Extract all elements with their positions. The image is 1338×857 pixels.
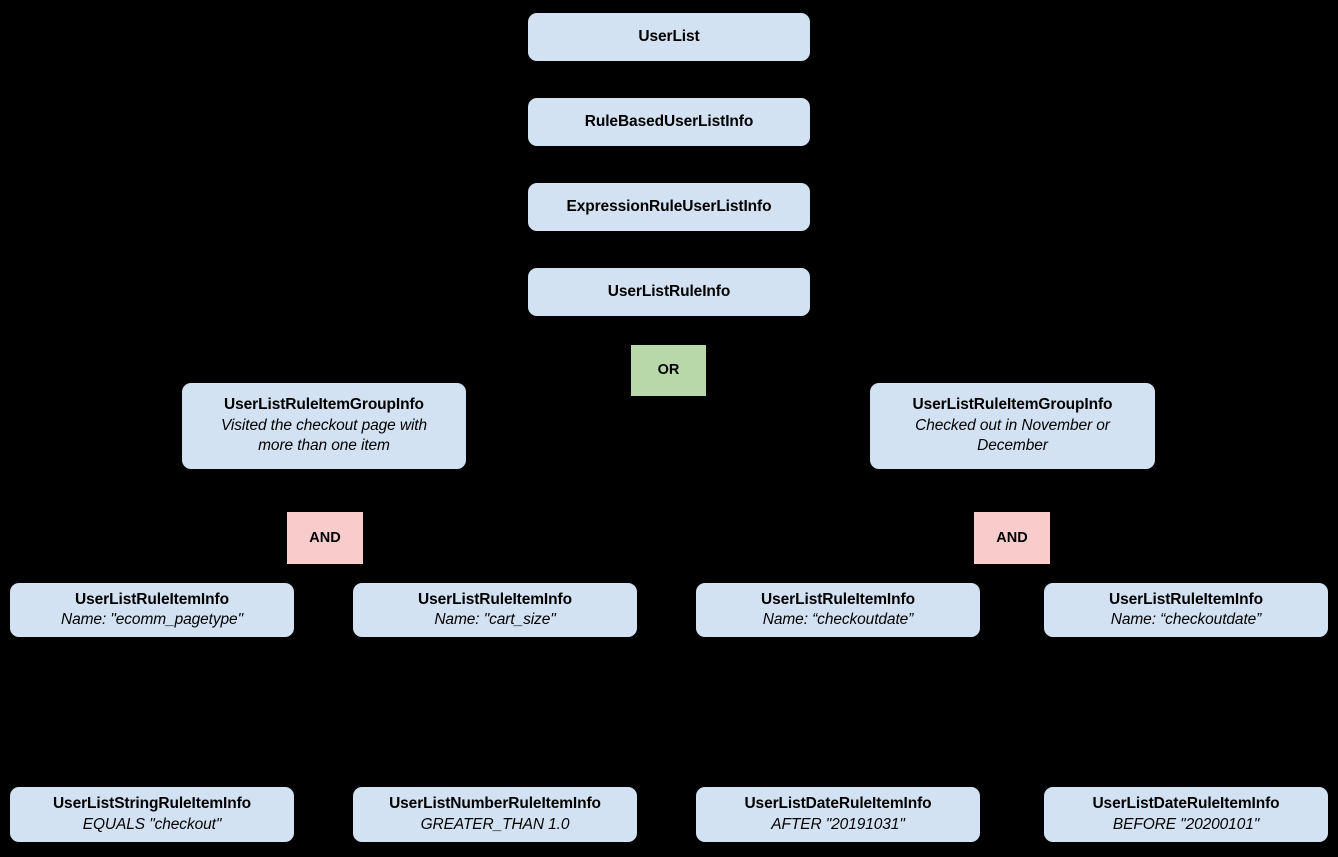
node-leaf-4[interactable]: UserListDateRuleItemInfo BEFORE "2020010… [1044,787,1328,842]
node-user-list-title: UserList [638,27,700,45]
node-leaf-4-title: UserListDateRuleItemInfo [1092,795,1280,813]
node-rule-based-user-list-info[interactable]: RuleBasedUserListInfo [528,98,810,146]
edge-or-to-group-left [328,369,641,389]
node-expression-rule-user-list-info[interactable]: ExpressionRuleUserListInfo [528,183,810,231]
node-leaf-1[interactable]: UserListStringRuleItemInfo EQUALS "check… [10,787,294,842]
node-group-right-subtitle-line2: December [977,437,1048,455]
node-and-operator-left[interactable]: AND [287,512,363,564]
or-operator-label: OR [657,362,680,379]
node-leaf-1-title: UserListStringRuleItemInfo [52,795,252,813]
node-leaf-4-subtitle: BEFORE "20200101" [1112,815,1260,833]
node-group-right[interactable]: UserListRuleItemGroupInfo Checked out in… [870,383,1155,469]
node-rule-item-2-subtitle: Name: "cart_size" [434,611,556,628]
and-operator-right-label: AND [996,529,1028,546]
and-operator-left-label: AND [309,529,341,546]
node-or-operator[interactable]: OR [631,345,706,396]
node-rule-item-1[interactable]: UserListRuleItemInfo Name: "ecomm_pagety… [10,583,294,637]
node-rule-item-4-title: UserListRuleItemInfo [1109,590,1263,608]
node-leaf-1-subtitle: EQUALS "checkout" [82,815,222,833]
node-group-right-title: UserListRuleItemGroupInfo [912,396,1113,414]
node-leaf-2-title: UserListNumberRuleItemInfo [389,795,601,813]
edge-or-to-group-right [699,369,1007,389]
node-group-right-subtitle-line1: Checked out in November or [915,416,1110,434]
node-rule-item-3[interactable]: UserListRuleItemInfo Name: “checkoutdate… [696,583,980,637]
node-user-list-rule-info-title: UserListRuleInfo [607,282,731,300]
node-group-left[interactable]: UserListRuleItemGroupInfo Visited the ch… [182,383,466,469]
node-group-left-title: UserListRuleItemGroupInfo [224,396,424,414]
node-rule-item-1-subtitle: Name: "ecomm_pagetype" [61,611,243,628]
node-group-left-subtitle-line2: more than one item [258,437,390,455]
node-leaf-3-title: UserListDateRuleItemInfo [744,795,932,813]
node-user-list-rule-info[interactable]: UserListRuleInfo [528,268,810,316]
node-expression-rule-user-list-info-title: ExpressionRuleUserListInfo [566,197,772,215]
node-rule-item-3-subtitle: Name: “checkoutdate” [762,611,914,628]
node-rule-item-4-subtitle: Name: “checkoutdate” [1110,611,1262,628]
node-leaf-3[interactable]: UserListDateRuleItemInfo AFTER "20191031… [696,787,980,842]
node-rule-item-2-title: UserListRuleItemInfo [418,590,572,608]
node-leaf-3-subtitle: AFTER "20191031" [771,815,905,833]
node-rule-item-3-title: UserListRuleItemInfo [761,590,915,608]
edge-and-left-to-rule-item-2 [349,563,497,588]
node-rule-item-2[interactable]: UserListRuleItemInfo Name: "cart_size" [353,583,637,637]
node-rule-item-1-title: UserListRuleItemInfo [75,590,229,608]
node-and-operator-right[interactable]: AND [974,512,1050,564]
node-rule-based-user-list-info-title: RuleBasedUserListInfo [584,112,754,130]
node-group-left-subtitle-line1: Visited the checkout page with [220,416,428,434]
node-leaf-2-subtitle: GREATER_THAN 1.0 [420,815,570,833]
edge-and-right-to-rule-item-4 [1037,563,1188,588]
node-user-list[interactable]: UserList [528,13,810,61]
edge-and-left-to-rule-item-1 [150,563,301,588]
edge-and-right-to-rule-item-3 [836,563,989,588]
node-leaf-2[interactable]: UserListNumberRuleItemInfo GREATER_THAN … [353,787,637,842]
node-rule-item-4[interactable]: UserListRuleItemInfo Name: “checkoutdate… [1044,583,1328,637]
